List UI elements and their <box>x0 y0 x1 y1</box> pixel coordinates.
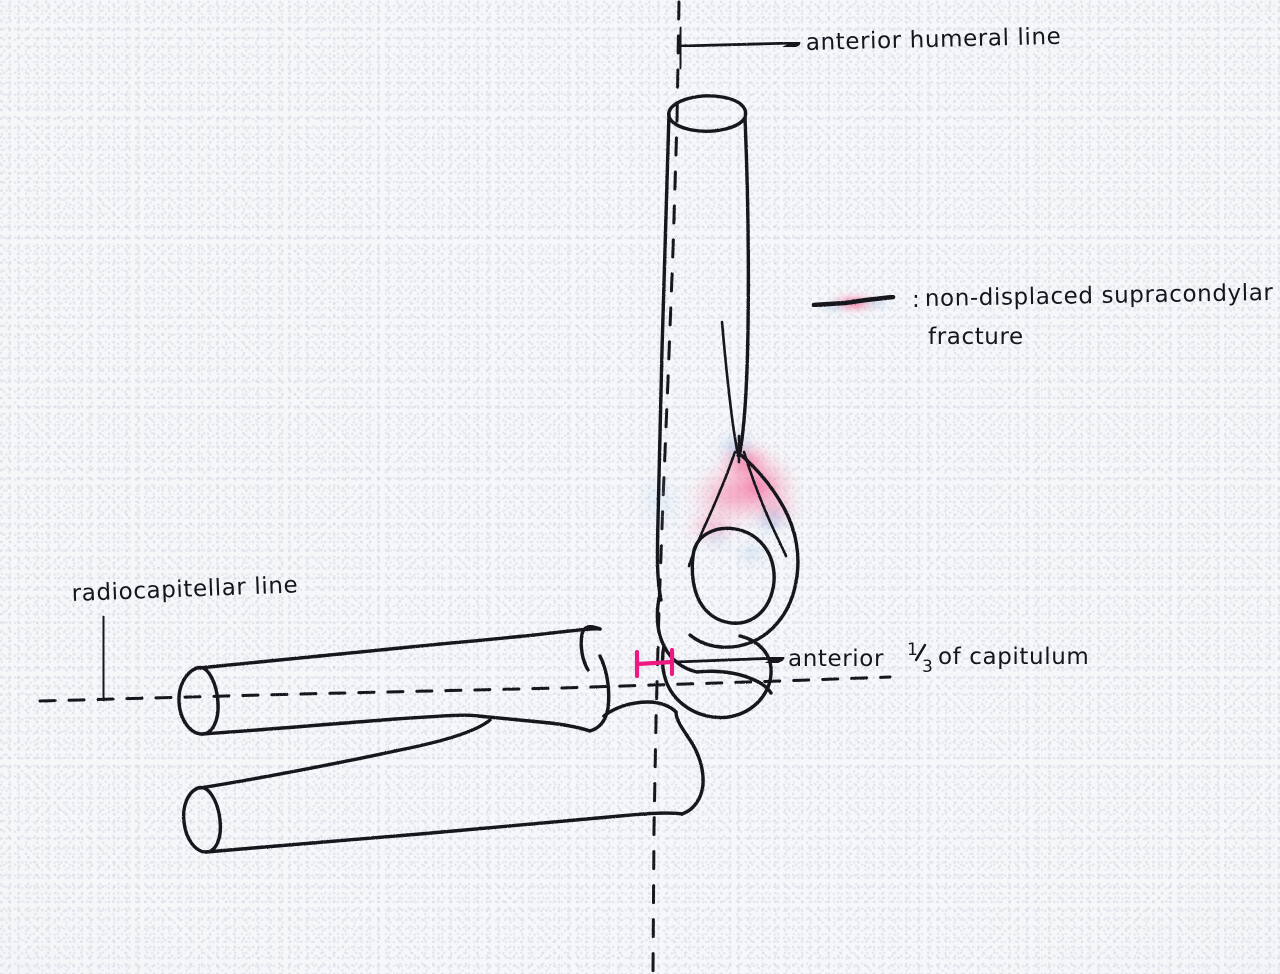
radiocapitellar-line-arrow <box>103 622 104 702</box>
radius-head-neck <box>588 654 611 733</box>
radiocapitellar-line-label: radiocapitellar line <box>71 572 299 607</box>
trochlear-notch-rim <box>602 700 678 718</box>
radius <box>177 625 611 736</box>
capitellum-measure-label: anterior 1 3 of capitulum <box>788 640 1089 677</box>
ulna <box>181 700 705 854</box>
radius-superior-cortex <box>197 627 602 670</box>
radius-tuberosity <box>476 714 592 733</box>
legend: : non-displaced supracondylar fracture <box>811 280 1274 350</box>
anterior-humeral-line-tick <box>678 26 683 70</box>
radius-inferior-cortex <box>200 713 480 736</box>
ulna-inferior-cortex <box>204 811 684 854</box>
capitellum-label-prefix: anterior <box>788 646 884 672</box>
capitellum-bracket-span <box>634 659 675 667</box>
radius-neck-flare <box>579 625 602 672</box>
humerus-proximal-cut <box>667 94 748 133</box>
capitellum-measure-arrow <box>674 658 778 662</box>
legend-line-1: non-displaced supracondylar <box>925 280 1274 312</box>
capitellum-label-fraction-denominator: 3 <box>922 657 933 677</box>
olecranon <box>674 710 705 816</box>
humerus-medial-cortex <box>738 116 751 454</box>
legend-line-2: fracture <box>928 324 1024 350</box>
legend-separator: : <box>912 287 920 313</box>
radius-proximal-cut <box>177 665 220 736</box>
capitellum-outline <box>660 634 773 720</box>
anterior-humeral-line-label: anterior humeral line <box>806 24 1062 56</box>
anterior-humeral-line-arrow <box>679 43 794 46</box>
fracture-line-swatch <box>811 292 896 315</box>
ulna-distal-cut <box>181 785 223 854</box>
capitellum-label-suffix: of capitulum <box>938 644 1089 670</box>
